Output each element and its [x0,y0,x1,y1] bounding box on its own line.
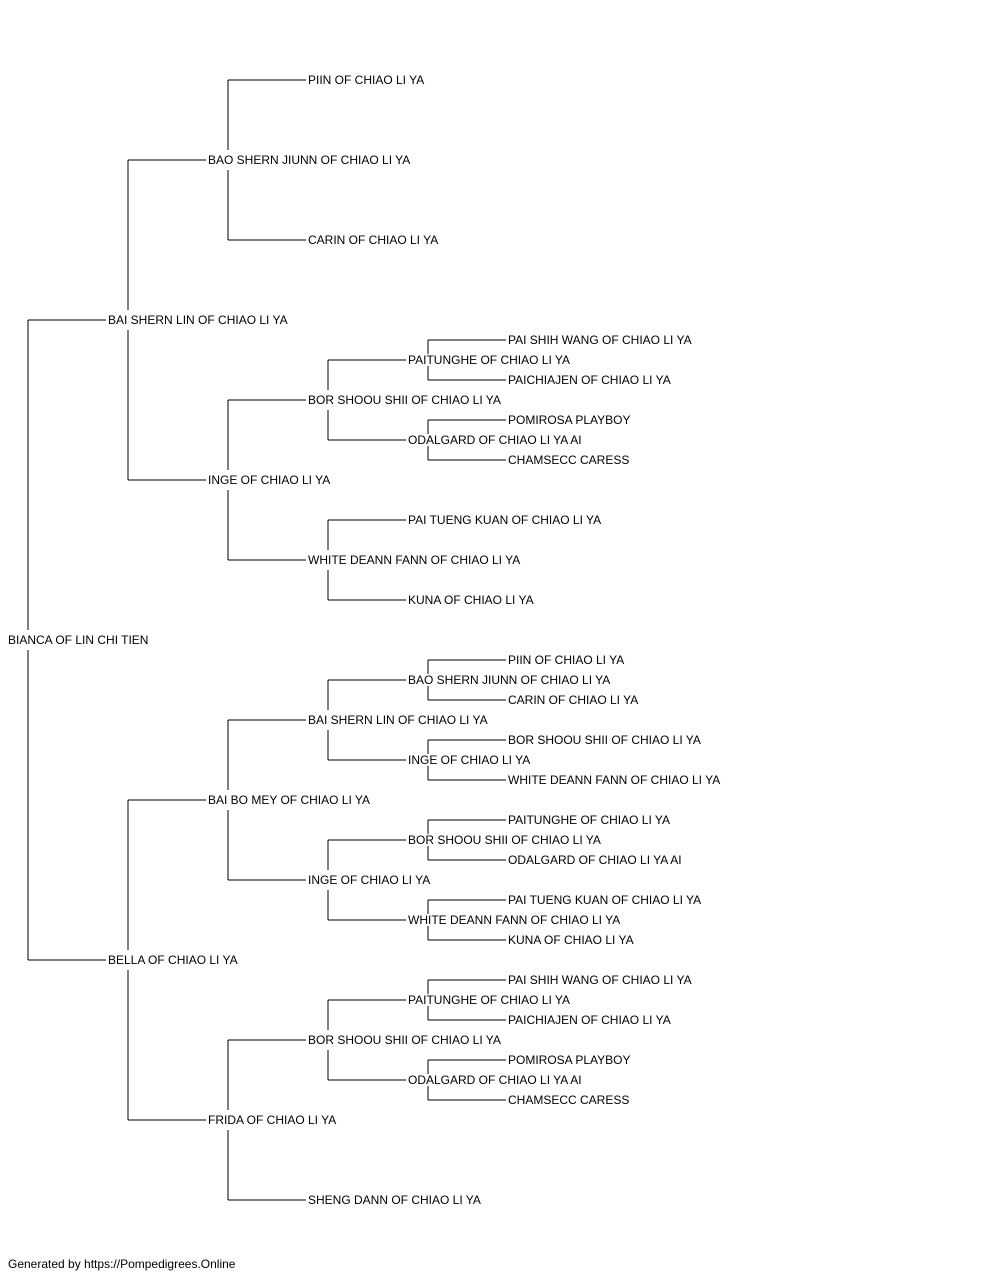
pedigree-name-dam: BELLA OF CHIAO LI YA [108,953,238,967]
pedigree-name-dam.sire.sire.sire.sire: PIIN OF CHIAO LI YA [508,653,624,667]
pedigree-name-dam.sire.dam.dam.dam: KUNA OF CHIAO LI YA [508,933,634,947]
pedigree-name-sire.dam.sire: BOR SHOOU SHII OF CHIAO LI YA [308,393,501,407]
pedigree-name-dam.sire.dam: INGE OF CHIAO LI YA [308,873,430,887]
pedigree-name-dam.dam.sire.dam.dam: CHAMSECC CARESS [508,1093,629,1107]
pedigree-name-sire.sire.sire: PIIN OF CHIAO LI YA [308,73,424,87]
pedigree-name-dam.dam.sire.dam: ODALGARD OF CHIAO LI YA AI [408,1073,582,1087]
pedigree-name-dam.sire.dam.dam.sire: PAI TUENG KUAN OF CHIAO LI YA [508,893,701,907]
pedigree-name-dam.sire.sire.sire: BAO SHERN JIUNN OF CHIAO LI YA [408,673,610,687]
pedigree-name-dam.dam.sire.sire.dam: PAICHIAJEN OF CHIAO LI YA [508,1013,671,1027]
pedigree-name-sire.sire.dam: CARIN OF CHIAO LI YA [308,233,438,247]
pedigree-name-sire.dam.sire.sire.sire: PAI SHIH WANG OF CHIAO LI YA [508,333,692,347]
pedigree-name-dam.sire.sire.dam.dam: WHITE DEANN FANN OF CHIAO LI YA [508,773,720,787]
pedigree-name-dam.sire.dam.sire: BOR SHOOU SHII OF CHIAO LI YA [408,833,601,847]
pedigree-name-sire.dam.sire.dam.sire: POMIROSA PLAYBOY [508,413,630,427]
pedigree-name-dam.sire.dam.sire.dam: ODALGARD OF CHIAO LI YA AI [508,853,682,867]
pedigree-name-dam.dam.sire.sire.sire: PAI SHIH WANG OF CHIAO LI YA [508,973,692,987]
pedigree-name-sire: BAI SHERN LIN OF CHIAO LI YA [108,313,288,327]
pedigree-name-dam.sire.sire.dam: INGE OF CHIAO LI YA [408,753,530,767]
pedigree-name-sire.dam.sire.sire.dam: PAICHIAJEN OF CHIAO LI YA [508,373,671,387]
pedigree-name-dam.sire: BAI BO MEY OF CHIAO LI YA [208,793,370,807]
pedigree-name-sire.dam.sire.dam.dam: CHAMSECC CARESS [508,453,629,467]
pedigree-name-sire.dam: INGE OF CHIAO LI YA [208,473,330,487]
pedigree-name-dam.sire.sire.sire.dam: CARIN OF CHIAO LI YA [508,693,638,707]
pedigree-name-dam.dam.sire: BOR SHOOU SHII OF CHIAO LI YA [308,1033,501,1047]
pedigree-name-dam.sire.dam.dam: WHITE DEANN FANN OF CHIAO LI YA [408,913,620,927]
pedigree-name-dam.dam: FRIDA OF CHIAO LI YA [208,1113,336,1127]
pedigree-name-dam.sire.sire: BAI SHERN LIN OF CHIAO LI YA [308,713,488,727]
pedigree-name-dam.dam.sire.sire: PAITUNGHE OF CHIAO LI YA [408,993,570,1007]
pedigree-name-sire.dam.dam.dam: KUNA OF CHIAO LI YA [408,593,534,607]
pedigree-name-subject: BIANCA OF LIN CHI TIEN [8,633,148,647]
pedigree-name-sire.dam.sire.dam: ODALGARD OF CHIAO LI YA AI [408,433,582,447]
pedigree-name-dam.dam.dam: SHENG DANN OF CHIAO LI YA [308,1193,481,1207]
pedigree-name-dam.dam.sire.dam.sire: POMIROSA PLAYBOY [508,1053,630,1067]
pedigree-name-dam.sire.sire.dam.sire: BOR SHOOU SHII OF CHIAO LI YA [508,733,701,747]
footer-credit: Generated by https://Pompedigrees.Online [8,1257,236,1271]
pedigree-name-sire.dam.dam.sire: PAI TUENG KUAN OF CHIAO LI YA [408,513,601,527]
pedigree-name-dam.sire.dam.sire.sire: PAITUNGHE OF CHIAO LI YA [508,813,670,827]
pedigree-name-sire.dam.dam: WHITE DEANN FANN OF CHIAO LI YA [308,553,520,567]
pedigree-name-sire.sire: BAO SHERN JIUNN OF CHIAO LI YA [208,153,410,167]
pedigree-name-sire.dam.sire.sire: PAITUNGHE OF CHIAO LI YA [408,353,570,367]
